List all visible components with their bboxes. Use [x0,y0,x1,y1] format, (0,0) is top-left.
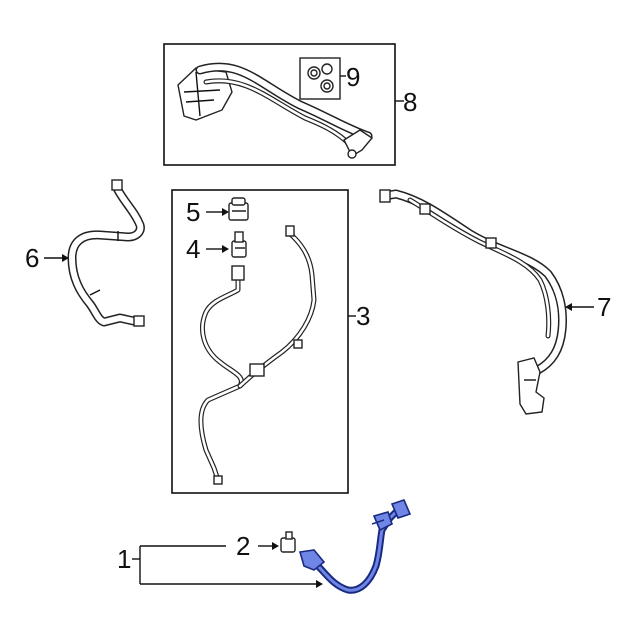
callout-7[interactable]: 7 [597,292,611,322]
bracket-callout-1: 1 [117,544,323,588]
o-ring-kit-9[interactable]: 9 [299,57,360,100]
callout-2[interactable]: 2 [236,531,250,561]
tube-assembly-3[interactable] [198,225,317,485]
discharge-hose-1-highlighted[interactable] [298,499,412,594]
callout-5[interactable]: 5 [186,197,200,227]
callout-3[interactable]: 3 [356,301,370,331]
callout-6[interactable]: 6 [25,243,39,273]
tube-assembly-7[interactable]: 7 [379,189,611,415]
assembly-box-3: 3 [171,189,370,494]
callout-4[interactable]: 4 [186,234,200,264]
callout-8[interactable]: 8 [403,87,417,117]
callout-1[interactable]: 1 [117,544,131,574]
callout-9[interactable]: 9 [346,62,360,92]
sensor-2[interactable]: 2 [236,531,296,561]
hose-6[interactable]: 6 [25,179,145,327]
assembly-box-8: 8 [163,43,417,166]
cap-5[interactable]: 5 [186,197,249,227]
hose-assembly-8[interactable] [177,62,374,159]
valve-4[interactable]: 4 [186,231,247,264]
